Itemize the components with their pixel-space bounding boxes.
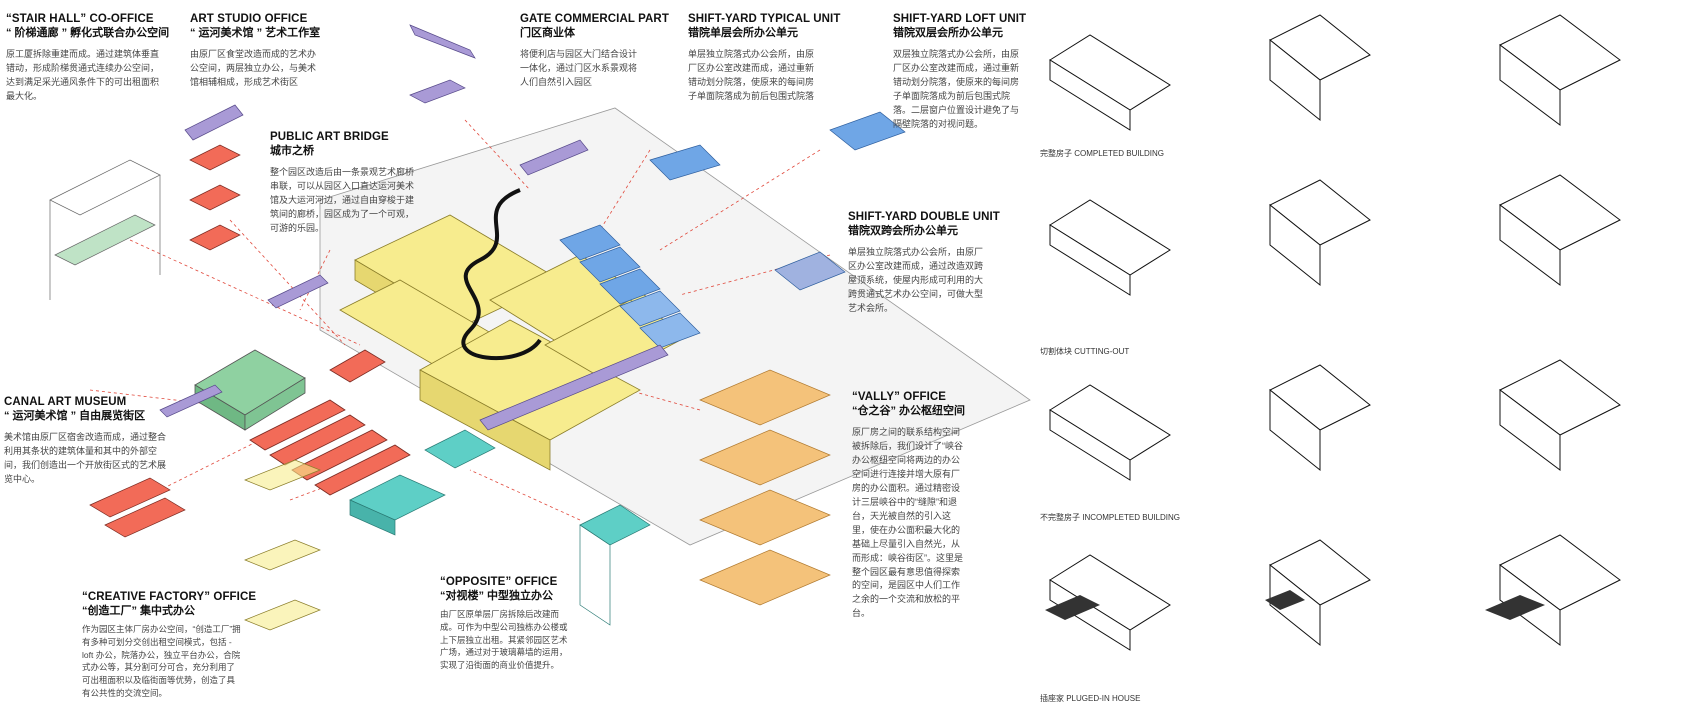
art-studio-title-cn: “ 运河美术馆 ” 艺术工作室 bbox=[190, 27, 321, 40]
shift-loft-title-cn: 错院双层会所办公单元 bbox=[893, 27, 1003, 40]
stair-hall-title-cn: “ 阶梯通廊 ” 孵化式联合办公空间 bbox=[6, 27, 170, 40]
stair-hall-desc: 原工厦拆除重建而成。通过建筑体垂直错动，形成阶梯贯通式连续办公空间，达到满足采光… bbox=[6, 49, 160, 101]
art-studio-desc: 由原厂区食堂改造而成的艺术办公空间，两层独立办公，与美术馆相辅相成，形成艺术街区 bbox=[190, 49, 317, 87]
creative-factory-title: “CREATIVE FACTORY” OFFICE bbox=[82, 591, 257, 603]
row-completed bbox=[1049, 14, 1621, 131]
leader-lines bbox=[89, 119, 831, 521]
label-public-bridge: PUBLIC ART BRIDGE 城市之桥 整个园区改造后由一条景观艺术廊桥串… bbox=[270, 130, 415, 236]
label-gate-commercial: GATE COMMERCIAL PART 门区商业体 将便利店与园区大门结合设计… bbox=[520, 12, 669, 90]
winding-path bbox=[461, 188, 542, 361]
canal-museum-desc: 美术馆由原厂区宿舍改造而成，通过整合利用其条状的建筑体量和其中的外部空间，我们创… bbox=[4, 432, 167, 484]
creative-factory-title-cn: “创造工厂” 集中式办公 bbox=[82, 605, 196, 618]
public-bridge-title-cn: 城市之桥 bbox=[270, 145, 314, 158]
label-shift-loft: SHIFT-YARD LOFT UNIT 错院双层会所办公单元 双层独立院落式办… bbox=[893, 12, 1027, 132]
canal-museum-title: CANAL ART MUSEUM bbox=[4, 396, 127, 408]
caption-completed: 完整房子 COMPLETED BUILDING bbox=[1040, 149, 1165, 158]
caption-incompleted: 不完整房子 INCOMPLETED BUILDING bbox=[1040, 513, 1181, 522]
caption-cutting: 切割体块 CUTTING-OUT bbox=[1040, 347, 1130, 356]
shift-double-title-cn: 错院双跨会所办公单元 bbox=[848, 225, 958, 238]
vally-office-desc: 原厂房之间的联系结构空间被拆除后，我们设计了“峡谷办公枢纽空间将两边的办公空间进… bbox=[852, 427, 963, 619]
gate-commercial-title: GATE COMMERCIAL PART bbox=[520, 13, 669, 25]
shift-double-title: SHIFT-YARD DOUBLE UNIT bbox=[848, 211, 1000, 223]
stair-hall-model bbox=[49, 159, 161, 300]
label-stair-hall: “STAIR HALL” CO-OFFICE “ 阶梯通廊 ” 孵化式联合办公空… bbox=[6, 12, 170, 104]
vally-office-title-cn: “仓之谷” 办公枢纽空间 bbox=[852, 405, 966, 418]
row-incompleted bbox=[1049, 359, 1621, 481]
public-art-bridge bbox=[159, 24, 669, 431]
art-studio-title: ART STUDIO OFFICE bbox=[190, 13, 308, 25]
label-art-studio: ART STUDIO OFFICE “ 运河美术馆 ” 艺术工作室 由原厂区食堂… bbox=[190, 12, 320, 90]
creative-factory-model bbox=[244, 459, 321, 631]
plugged-dark-volumes bbox=[1045, 590, 1545, 620]
gate-commercial-model bbox=[409, 79, 466, 104]
label-vally-office: “VALLY” OFFICE “仓之谷” 办公枢纽空间 原厂房之间的联系结构空间… bbox=[852, 390, 967, 621]
creative-factory-desc: 作为园区主体厂房办公空间，“创造工厂”拥有多种可划分交创出租空间模式，包括 -l… bbox=[82, 624, 241, 698]
public-bridge-title: PUBLIC ART BRIDGE bbox=[270, 131, 389, 143]
shift-double-desc: 单层独立院落式办公会所，由原厂区办公室改建而成，通过改造双跨屋顶系统，使屋内形成… bbox=[848, 247, 984, 313]
shift-loft-desc: 双层独立院落式办公会所，由原厂区办公室改建而成，通过重新错动划分院落，使原来的每… bbox=[893, 49, 1020, 129]
canal-museum-block bbox=[194, 349, 306, 431]
creative-factory-blocks bbox=[249, 349, 411, 496]
shift-typical-desc: 单层独立院落式办公会所，由原厂区办公室改建而成，通过重新错动划分院落，使原来的每… bbox=[688, 49, 815, 101]
shift-typical-title: SHIFT-YARD TYPICAL UNIT bbox=[688, 13, 841, 25]
label-shift-typical: SHIFT-YARD TYPICAL UNIT 错院单层会所办公单元 单层独立院… bbox=[688, 12, 841, 104]
opposite-office-desc: 由厂区原单层厂房拆除后改建而成。可作为中型公司独栋办公楼或上下层独立出租。其紧邻… bbox=[440, 609, 568, 671]
canal-museum-title-cn: “ 运河美术馆 ” 自由展览街区 bbox=[4, 410, 146, 423]
row-cutting bbox=[1049, 174, 1621, 296]
opposite-office-title-cn: “对视楼” 中型独立办公 bbox=[440, 590, 554, 603]
gate-commercial-title-cn: 门区商业体 bbox=[520, 27, 575, 40]
gate-commercial-desc: 将便利店与园区大门结合设计一体化，通过门区水系景观将人们自然引入园区 bbox=[520, 49, 638, 87]
vally-office-stack bbox=[699, 369, 831, 606]
shift-typical-title-cn: 错院单层会所办公单元 bbox=[688, 27, 798, 40]
label-opposite-office: “OPPOSITE” OFFICE “对视楼” 中型独立办公 由厂区原单层厂房拆… bbox=[440, 575, 570, 672]
label-shift-double: SHIFT-YARD DOUBLE UNIT 错院双跨会所办公单元 单层独立院落… bbox=[848, 210, 1000, 316]
shift-yard-units bbox=[559, 111, 906, 349]
row-plugged bbox=[1049, 534, 1621, 651]
shift-loft-title: SHIFT-YARD LOFT UNIT bbox=[893, 13, 1027, 25]
art-studio-model bbox=[189, 144, 241, 251]
public-bridge-desc: 整个园区改造后由一条景观艺术廊桥串联，可以从园区入口直达运河美术馆及大运河河边，… bbox=[270, 167, 415, 233]
canal-museum-model bbox=[89, 477, 186, 538]
opposite-office-title: “OPPOSITE” OFFICE bbox=[440, 576, 558, 588]
vally-office-title: “VALLY” OFFICE bbox=[852, 391, 947, 403]
stair-hall-title: “STAIR HALL” CO-OFFICE bbox=[6, 13, 154, 25]
label-creative-factory: “CREATIVE FACTORY” OFFICE “创造工厂” 集中式办公 作… bbox=[82, 590, 257, 700]
label-canal-museum: CANAL ART MUSEUM “ 运河美术馆 ” 自由展览街区 美术馆由原厂… bbox=[4, 395, 169, 487]
caption-plugged: 插座家 PLUGED-IN HOUSE bbox=[1040, 694, 1141, 703]
opposite-office-blocks bbox=[349, 429, 651, 626]
